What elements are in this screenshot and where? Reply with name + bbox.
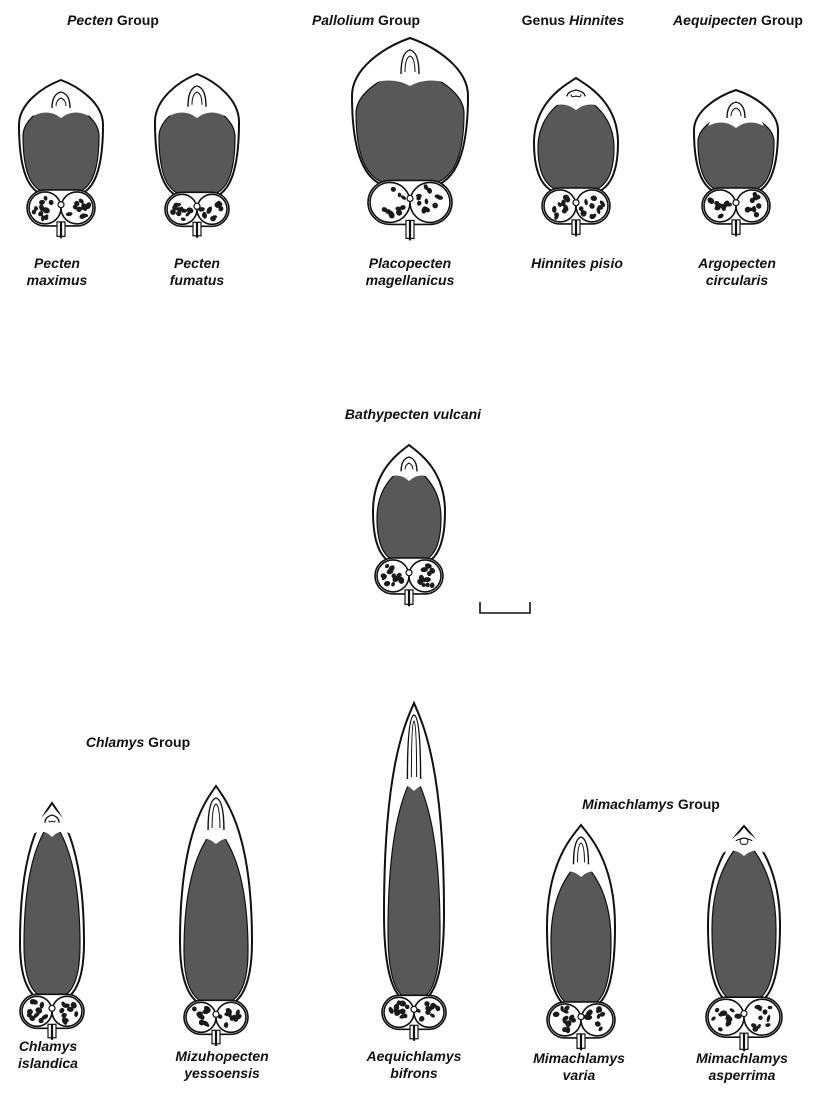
label-placopecten-magellanicus: Placopectenmagellanicus <box>366 255 455 288</box>
center-pore <box>573 200 579 206</box>
chlamys-group-header: Chlamys Group <box>86 735 190 749</box>
label-pecten-fumatus: Pectenfumatus <box>170 255 224 288</box>
center-pore <box>407 195 413 201</box>
pecten-fumatus-gonad <box>155 74 239 238</box>
hinnites-pisio-gonad <box>534 78 618 236</box>
center-pore <box>741 1011 747 1017</box>
argopecten-circularis-gonad <box>694 90 778 236</box>
chlamys-islandica-gonad <box>20 803 84 1040</box>
center-pore <box>213 1011 219 1017</box>
gill-dot <box>416 194 422 197</box>
bathypecten-vulcani-header: Bathypecten vulcani <box>345 407 481 421</box>
mimachlamys-varia-gonad <box>547 825 615 1050</box>
label-mizuhopecten-yessoensis: Mizuhopectenyessoensis <box>175 1048 268 1081</box>
right-gill-ball <box>409 560 441 592</box>
hinnites-genus-header: Genus Hinnites <box>522 13 625 27</box>
aequichlamys-bifrons-gonad <box>382 703 446 1041</box>
scale-bar <box>480 602 530 613</box>
gill-dot <box>752 1026 758 1032</box>
center-pore <box>49 1005 55 1011</box>
right-gill-ball <box>736 190 768 222</box>
gill-dot <box>720 1010 728 1016</box>
mimachlamys-group-header: Mimachlamys Group <box>582 797 720 811</box>
placopecten-magellanicus-gonad <box>352 38 468 240</box>
center-pore <box>58 202 64 208</box>
center-pore <box>733 200 739 206</box>
center-pore <box>194 203 200 209</box>
label-aequichlamys-bifrons: Aequichlamysbifrons <box>367 1048 462 1081</box>
pecten-group-header: Pecten Group <box>67 13 159 27</box>
center-pore <box>578 1014 584 1020</box>
center-pore <box>406 570 412 576</box>
pallolium-group-header: Pallolium Group <box>312 13 420 27</box>
aequipecten-group-header: Aequipecten Group <box>673 13 803 27</box>
label-hinnites-pisio: Hinnites pisio <box>531 255 623 272</box>
mimachlamys-asperrima-gonad <box>706 826 782 1051</box>
bathypecten-vulcani-gonad <box>373 445 445 606</box>
mizuhopecten-yessoensis-gonad <box>180 786 252 1046</box>
center-pore <box>411 1006 417 1012</box>
pecten-maximus-gonad <box>19 80 103 238</box>
